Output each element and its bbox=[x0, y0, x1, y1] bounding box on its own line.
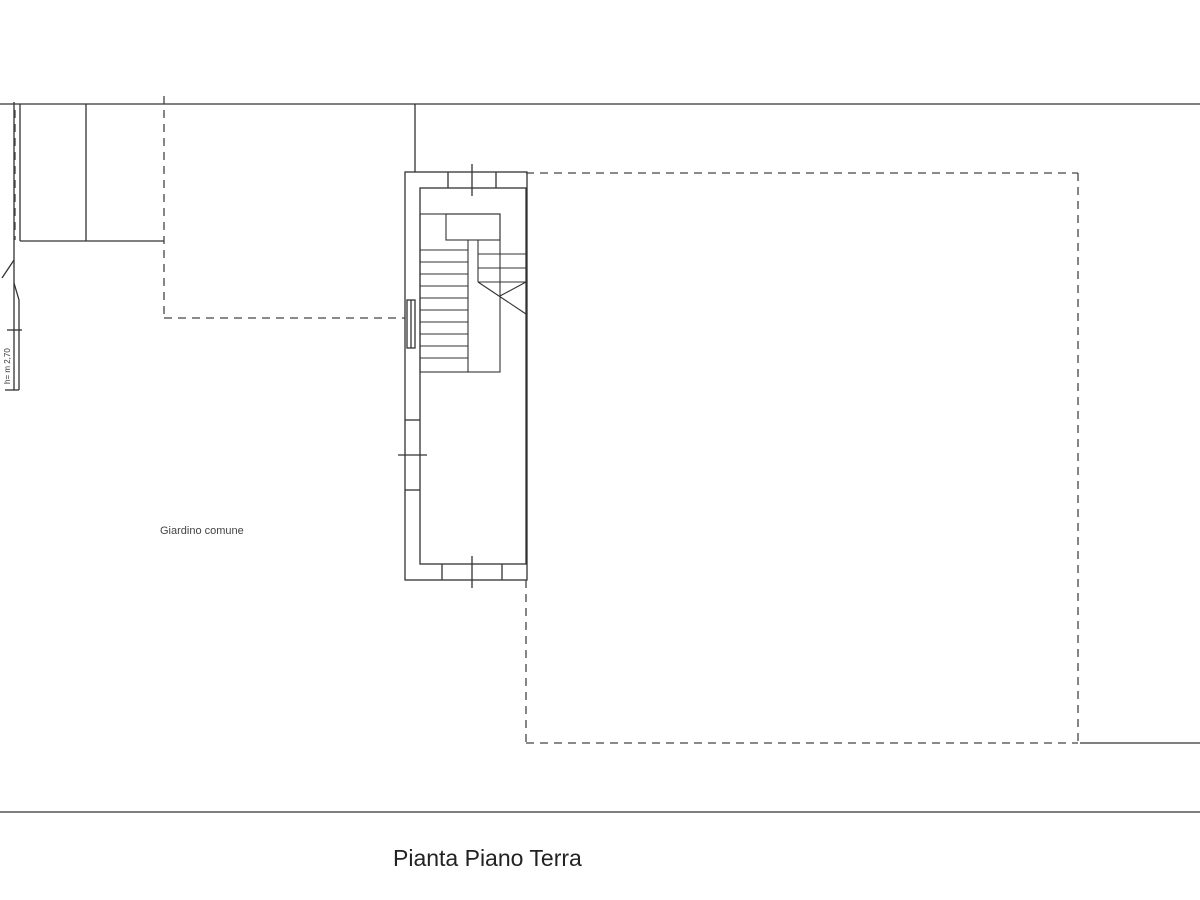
area-label: Giardino comune bbox=[160, 525, 244, 537]
drawing-title: Pianta Piano Terra bbox=[393, 845, 582, 871]
central-building bbox=[398, 104, 528, 588]
left-dashed-boundary bbox=[14, 96, 405, 319]
stair-return-diagonal bbox=[477, 281, 527, 315]
building-outer-wall bbox=[404, 171, 528, 581]
outer-boundary-lines bbox=[0, 103, 1200, 813]
left-edge-diagonal-line bbox=[1, 259, 15, 279]
right-dashed-area bbox=[525, 172, 1079, 744]
staircase bbox=[419, 213, 527, 373]
height-label: h= m 2,70 bbox=[3, 348, 12, 384]
left-edge-short-line bbox=[13, 282, 20, 301]
stair-well bbox=[445, 213, 501, 241]
stair-outline bbox=[419, 213, 501, 373]
building-inner-wall bbox=[419, 187, 527, 565]
stair-return-diagonal-2 bbox=[499, 281, 527, 297]
left-enclosure bbox=[1, 102, 164, 391]
